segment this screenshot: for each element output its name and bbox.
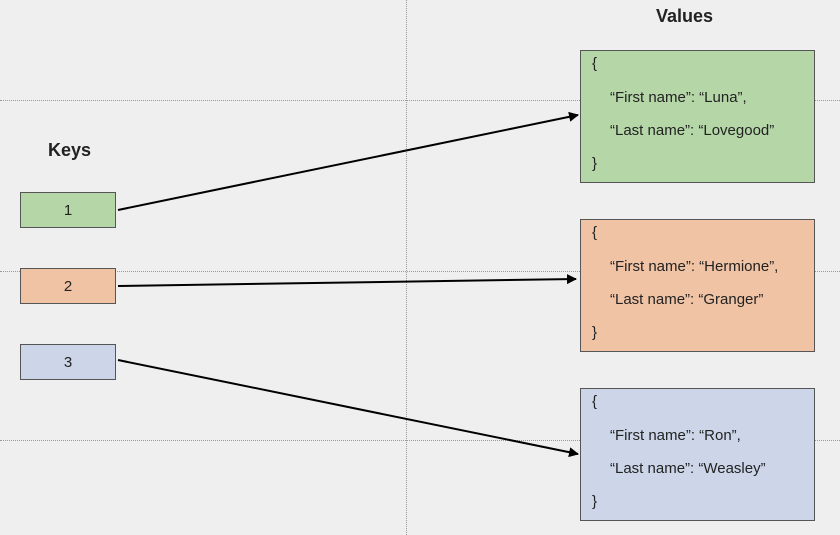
first-name-entry: “First name”: “Luna”, bbox=[610, 89, 747, 106]
close-brace: } bbox=[592, 324, 598, 341]
arrow-1-to-luna bbox=[117, 111, 579, 211]
grid-line bbox=[0, 271, 840, 272]
close-brace: } bbox=[592, 493, 598, 510]
value-box-hermione: { “First name”: “Hermione”, “Last name”:… bbox=[580, 219, 815, 352]
last-name-entry: “Last name”: “Granger” bbox=[610, 291, 764, 308]
grid-line bbox=[406, 0, 407, 535]
keys-heading: Keys bbox=[48, 140, 92, 160]
close-brace: } bbox=[592, 155, 598, 172]
grid-line bbox=[0, 440, 840, 441]
open-brace: { bbox=[592, 55, 598, 72]
first-name-entry: “First name”: “Hermione”, bbox=[610, 258, 779, 275]
last-name-entry: “Last name”: “Lovegood” bbox=[610, 122, 775, 139]
open-brace: { bbox=[592, 393, 598, 410]
key-box-2: 2 bbox=[20, 268, 116, 304]
open-brace: { bbox=[592, 224, 598, 241]
values-heading: Values bbox=[656, 6, 714, 26]
first-name-entry: “First name”: “Ron”, bbox=[610, 427, 741, 444]
value-box-ron: { “First name”: “Ron”, “Last name”: “Wea… bbox=[580, 388, 815, 521]
value-box-luna: { “First name”: “Luna”, “Last name”: “Lo… bbox=[580, 50, 815, 183]
last-name-entry: “Last name”: “Weasley” bbox=[610, 460, 766, 477]
key-box-1: 1 bbox=[20, 192, 116, 228]
arrow-2-to-hermione bbox=[117, 274, 577, 287]
arrow-3-to-ron bbox=[117, 359, 579, 458]
grid-line bbox=[0, 100, 840, 101]
key-box-3: 3 bbox=[20, 344, 116, 380]
